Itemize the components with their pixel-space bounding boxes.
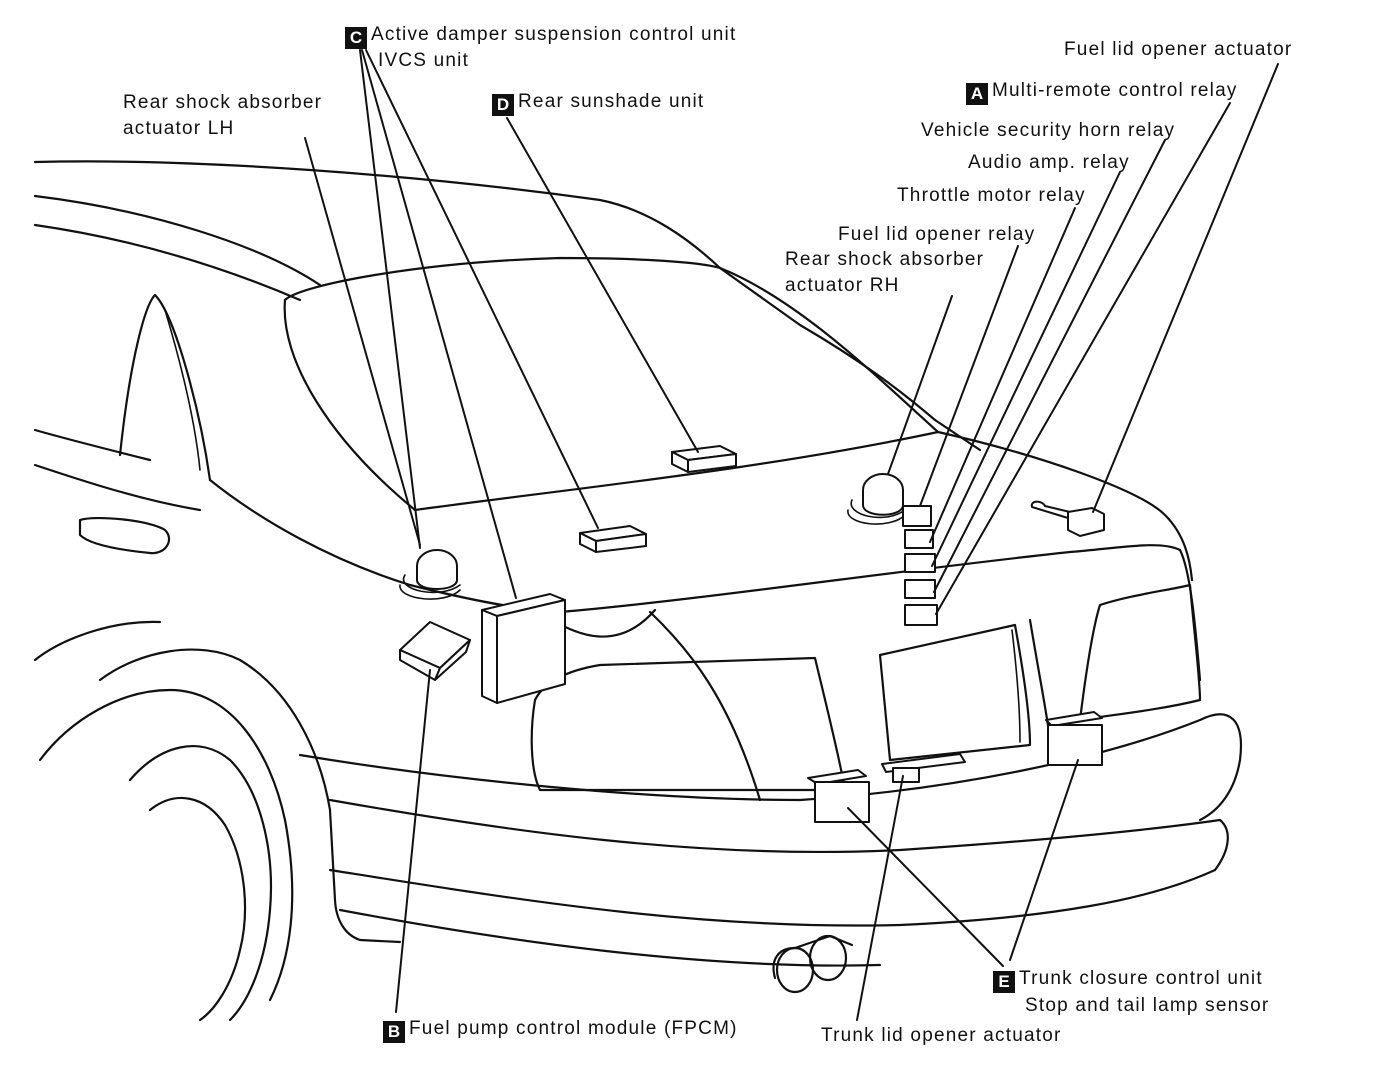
badge-a: A xyxy=(966,83,988,105)
parts xyxy=(399,445,1105,823)
label-rear-shock-rh-line1: Rear shock absorber xyxy=(785,249,985,270)
label-stop-tail-lamp-sensor: Stop and tail lamp sensor xyxy=(1025,995,1270,1016)
label-vehicle-security-horn-relay: Vehicle security horn relay xyxy=(921,120,1176,141)
leader-lines xyxy=(304,49,1279,1021)
badge-e: E xyxy=(993,971,1015,993)
label-rear-shock-rh-line2: actuator RH xyxy=(785,275,900,296)
fuel-lid-actuator-shape xyxy=(1030,500,1071,519)
label-fuel-lid-actuator: Fuel lid opener actuator xyxy=(1064,39,1293,60)
label-rear-shock-lh-line2: actuator LH xyxy=(123,118,235,139)
label-rear-shock-lh-line1: Rear shock absorber xyxy=(123,92,323,113)
label-trunk-lid-opener-actuator: Trunk lid opener actuator xyxy=(821,1025,1062,1046)
relay-stack-shape xyxy=(902,505,938,626)
car-body xyxy=(33,160,1243,1022)
label-audio-amp-relay: Audio amp. relay xyxy=(968,152,1130,173)
label-ivcs-unit: IVCS unit xyxy=(378,50,470,71)
badge-d: D xyxy=(492,94,514,116)
badge-c: C xyxy=(345,27,367,49)
label-throttle-motor-relay: Throttle motor relay xyxy=(897,185,1086,206)
label-fuel-lid-opener-relay: Fuel lid opener relay xyxy=(838,224,1036,245)
badge-b: B xyxy=(383,1021,405,1043)
